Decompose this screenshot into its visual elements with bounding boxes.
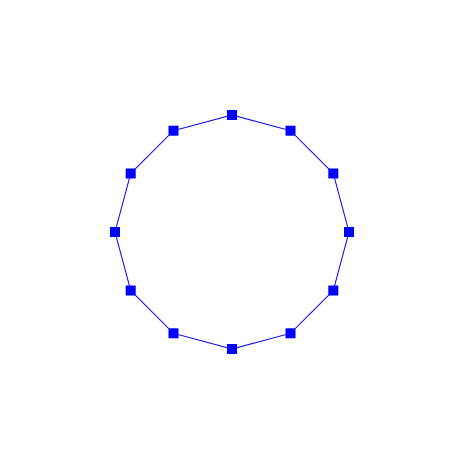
- node-0: [344, 227, 354, 237]
- node-3: [227, 344, 237, 354]
- node-10: [285, 125, 296, 136]
- edge-layer: [114, 114, 350, 350]
- node-5: [125, 285, 136, 296]
- edge-4-5: [130, 290, 174, 334]
- edge-6-7: [114, 173, 132, 233]
- edge-3-4: [173, 332, 233, 350]
- node-6: [110, 227, 120, 237]
- node-1: [328, 285, 339, 296]
- edge-1-2: [290, 290, 334, 334]
- node-9: [227, 110, 237, 120]
- node-2: [285, 328, 296, 339]
- node-8: [168, 125, 179, 136]
- edge-11-0: [332, 173, 350, 233]
- node-4: [168, 328, 179, 339]
- edge-0-1: [332, 231, 350, 291]
- node-11: [328, 168, 339, 179]
- edge-10-11: [290, 130, 334, 174]
- edge-9-10: [231, 114, 291, 132]
- edge-7-8: [130, 130, 174, 174]
- edge-5-6: [114, 231, 132, 291]
- node-7: [125, 168, 136, 179]
- node-layer: [110, 110, 354, 354]
- edge-8-9: [173, 114, 233, 132]
- edge-2-3: [231, 332, 291, 350]
